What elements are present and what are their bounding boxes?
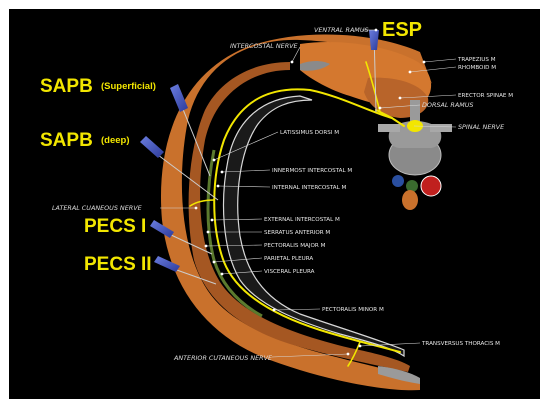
vertebra: [378, 100, 452, 176]
serratus-anterior-label: SERRATUS ANTERIOR M: [264, 230, 330, 236]
esophagus: [406, 180, 418, 192]
sapb-deep-sublabel: (deep): [101, 135, 130, 146]
needles: [140, 30, 379, 285]
azygos-mass: [402, 190, 418, 210]
sternum-pad: [378, 366, 420, 384]
leader-lines: [160, 29, 457, 358]
lateral-cutaneous-nerve-label: LATERAL CUANEOUS NERVE: [52, 204, 143, 212]
spinal-nerve-label: SPINAL NERVE: [458, 123, 505, 131]
leader-dots: [194, 28, 426, 356]
lateral-cutaneous-branch: [189, 199, 215, 207]
spinal-nerve-root: [375, 109, 405, 127]
transverse-process-right: [430, 124, 452, 132]
pectoralis-major-label: PECTORALIS MAJOR M: [264, 243, 326, 249]
block-labels: ESP SAPB (Superficial) SAPB (deep) PECS …: [40, 19, 422, 275]
pleural-cavity: [222, 95, 405, 358]
aorta: [420, 175, 442, 197]
sapb-superficial-needle-hub: [170, 84, 188, 112]
pecs1-label: PECS I: [84, 216, 146, 237]
transverse-process-left: [378, 124, 400, 132]
trapezius-label: TRAPEZIUS M: [457, 57, 496, 63]
posterior-fat-pad: [300, 61, 330, 71]
esp-needle-hub: [369, 30, 379, 50]
vein: [392, 175, 404, 187]
pectoralis-minor-label: PECTORALIS MINOR M: [322, 307, 384, 313]
intercostal-nerve: [213, 88, 401, 353]
fascia-strip: [206, 149, 263, 318]
latissimus-dorsi-label: LATISSIMUS DORSI M: [280, 130, 339, 136]
external-intercostal-label: EXTERNAL INTERCOSTAL M: [264, 217, 340, 223]
erector-spinae-label: ERECTOR SPINAE M: [458, 93, 513, 99]
intercostal-nerve-label: INTERCOSTAL NERVE: [230, 42, 299, 50]
anterior-cutaneous-branch: [347, 341, 361, 367]
pecs2-label: PECS II: [84, 254, 152, 275]
anatomy-labels: VENTRAL RAMUS INTERCOSTAL NERVE TRAPEZIU…: [52, 26, 513, 362]
anterior-cutaneous-nerve-label: ANTERIOR CUTANEOUS NERVE: [173, 354, 273, 362]
visceral-pleura-label: VISCERAL PLEURA: [264, 269, 315, 275]
sapb-superficial-sublabel: (Superficial): [101, 81, 156, 92]
sapb-deep-needle-hub: [140, 136, 164, 158]
nerve-paths: [189, 61, 405, 367]
parietal-pleura-label: PARIETAL PLEURA: [264, 256, 313, 262]
esp-label: ESP: [382, 19, 422, 41]
transversus-thoracis-label: TRANSVERSUS THORACIS M: [421, 341, 500, 347]
spinous-process: [410, 100, 420, 124]
sapb-deep-label: SAPB: [40, 130, 93, 151]
ventral-ramus-label: VENTRAL RAMUS: [314, 26, 369, 34]
pecs1-needle-hub: [150, 220, 174, 238]
internal-intercostal-label: INTERNAL INTERCOSTAL M: [272, 185, 347, 191]
sapb-superficial-label: SAPB: [40, 76, 93, 97]
vertebral-arch: [388, 121, 442, 148]
innermost-intercostal-label: INNERMOST INTERCOSTAL M: [272, 168, 352, 174]
dorsal-ramus-label: DORSAL RAMUS: [422, 101, 473, 109]
rhomboid-label: RHOMBOID M: [458, 65, 496, 71]
pecs2-needle-hub: [154, 256, 180, 272]
